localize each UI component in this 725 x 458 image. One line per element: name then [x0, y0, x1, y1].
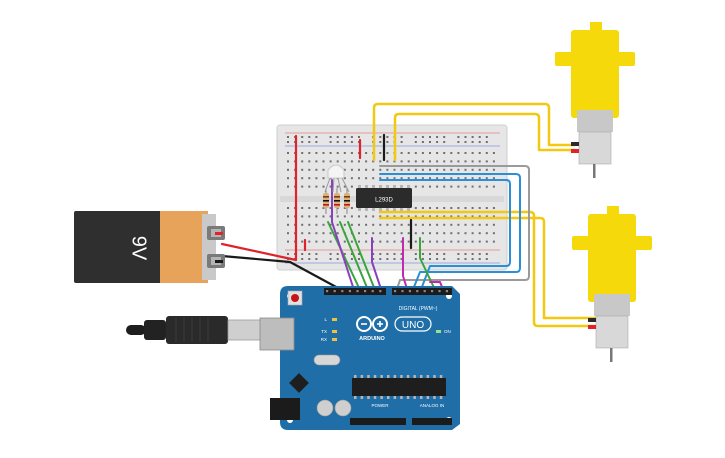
rx-label: RX: [321, 337, 327, 342]
model-label: UNO: [402, 320, 424, 331]
wire-gray: [379, 165, 530, 293]
wire-green-2: [339, 221, 369, 291]
wire-green-3: [347, 221, 376, 291]
wire-blue-1: [379, 173, 521, 293]
led-l-label: L: [324, 317, 327, 322]
analog-label: ANALOG IN: [420, 403, 445, 408]
wire-yellow-motor1-b: [393, 112, 577, 162]
resistor-icon: [334, 188, 340, 214]
brand-label: ARDUINO: [359, 336, 385, 342]
wire-yellow-motor2-b: [378, 216, 599, 320]
on-label: ON: [444, 329, 451, 334]
rgb-led-icon[interactable]: [324, 164, 350, 193]
dc-motor-bottom[interactable]: [572, 206, 652, 362]
usb-cable-icon[interactable]: [126, 316, 263, 344]
dc-motor-top[interactable]: [555, 22, 635, 178]
wire-purple-2: [371, 237, 383, 293]
resistor-icon: [344, 188, 350, 214]
chip-label: L293D: [375, 198, 393, 204]
arduino-uno-board[interactable]: DIGITAL (PWM~) UNO ARDUINO L TX RX ON: [259, 286, 460, 430]
resistors[interactable]: [323, 188, 350, 214]
wire-blue-2: [379, 179, 511, 293]
battery-label: 9V: [128, 236, 150, 261]
resistor-icon: [323, 188, 329, 214]
wire-green-4: [419, 237, 437, 293]
wire-black-battery: [220, 254, 340, 290]
wire-yellow-motor1-a: [372, 102, 577, 162]
wire-yellow-motor2-a: [378, 210, 599, 328]
tx-label: TX: [321, 329, 327, 334]
wire-purple-1: [331, 179, 355, 291]
wires: [220, 102, 599, 328]
digital-label: DIGITAL (PWM~): [399, 306, 438, 312]
arduino-logo: [356, 316, 388, 332]
power-label: POWER: [371, 403, 389, 408]
battery-9v[interactable]: 9V: [74, 211, 225, 283]
l293d-chip[interactable]: L293D: [356, 185, 412, 211]
wire-red-battery: [220, 134, 298, 262]
